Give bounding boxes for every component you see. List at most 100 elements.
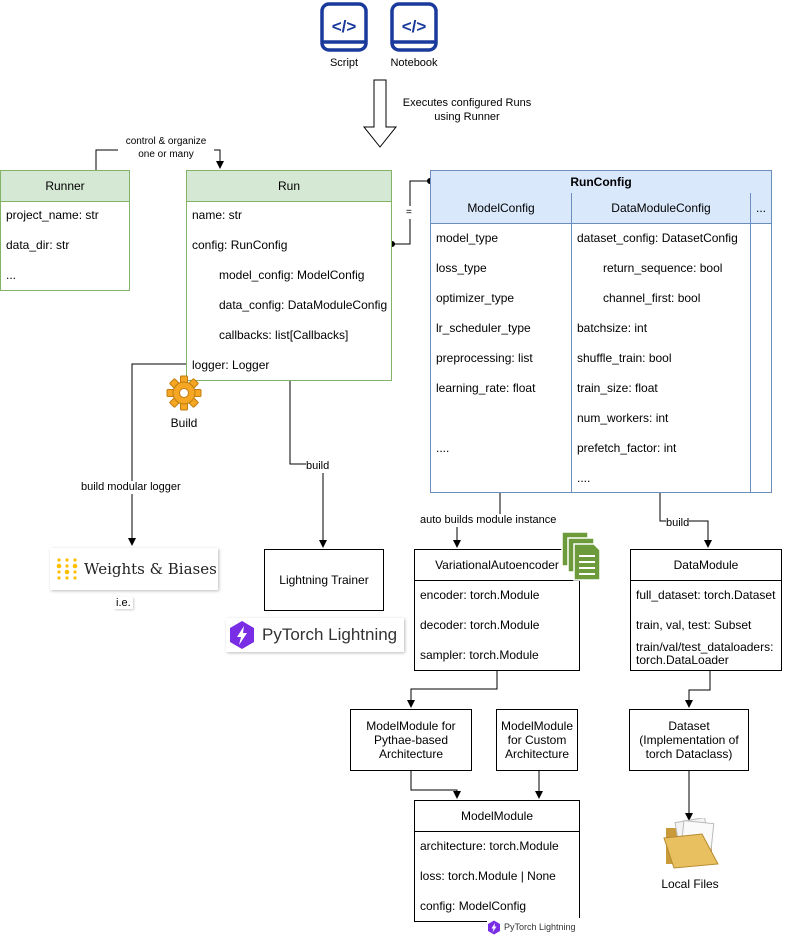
pythae-modelmodule-connector [410, 771, 461, 799]
script-label: Script [329, 57, 359, 69]
script-code-icon: </> [320, 2, 368, 52]
modelmodule-custom-line: Architecture [504, 747, 570, 761]
vae-title: VariationalAutoencoder [415, 550, 579, 581]
modelmodule-pythae-box: ModelModule for Pythae-based Architectur… [350, 709, 472, 771]
datamoduleconfig-field: train_size: float [577, 381, 658, 395]
datamodule-field: torch.DataLoader [636, 653, 729, 667]
modelconfig-header: ModelConfig [431, 193, 572, 224]
modelmodule-field: config: ModelConfig [420, 899, 527, 913]
pytorch-lightning-small-text: PyTorch Lightning [504, 922, 576, 932]
datamodule-title: DataModule [631, 550, 781, 581]
datamoduleconfig-field: prefetch_factor: int [577, 441, 677, 455]
dataset-line: torch Dataclass) [645, 747, 733, 761]
modelmodule-pythae-line: Pythae-based [373, 733, 449, 747]
svg-text:</>: </> [402, 17, 427, 36]
datamoduleconfig-field: .... [577, 471, 591, 485]
modelmodule-custom-line: for Custom [507, 733, 567, 747]
modelconfig-field: lr_scheduler_type [436, 321, 531, 335]
executes-label: Executes configured Runs using Runner [402, 97, 532, 123]
vae-field: sampler: torch.Module [420, 648, 539, 662]
datamodule-box: DataModule full_dataset: torch.Dataset t… [630, 549, 782, 671]
build-gear-label: Build [170, 416, 198, 430]
dataset-line: (Implementation of [639, 733, 739, 747]
run-field: data_config: DataModuleConfig [219, 298, 388, 312]
gear-icon [166, 375, 202, 411]
wandb-logo-text: Weights & Biases [84, 560, 217, 578]
vae-field: decoder: torch.Module [420, 618, 540, 632]
build-datamodule-label: build [666, 517, 690, 530]
notebook-code-icon: </> [390, 2, 438, 52]
datamoduleconfig-field: dataset_config: DatasetConfig [577, 231, 738, 245]
notebook-node: </> Notebook [390, 2, 438, 72]
vae-pythae-connector [407, 671, 498, 708]
executes-hollow-arrow [362, 79, 398, 148]
modelmodule-pythae-line: Architecture [378, 747, 444, 761]
equals-label: = [406, 206, 412, 219]
vae-box: VariationalAutoencoder encoder: torch.Mo… [414, 549, 580, 671]
datamoduleconfig-header: DataModuleConfig [572, 193, 751, 224]
modelmodule-custom-line: ModelModule [500, 719, 574, 733]
datamoduleconfig-field: return_sequence: bool [603, 261, 723, 275]
ie-label: i.e. [114, 597, 133, 609]
dataset-box: Dataset (Implementation of torch Datacla… [629, 709, 749, 771]
lightning-icon [230, 621, 254, 649]
datamodule-field: full_dataset: torch.Dataset [636, 588, 776, 602]
pytorch-lightning-text: PyTorch Lightning [262, 625, 398, 644]
modelconfig-field: optimizer_type [436, 291, 515, 305]
run-field: name: str [192, 208, 243, 222]
wandb-logo: Weights & Biases [50, 548, 218, 590]
run-field: model_config: ModelConfig [219, 268, 365, 282]
datamodule-field: train, val, test: Subset [636, 618, 752, 632]
column-divider [750, 223, 751, 492]
local-files-node: Local Files [654, 818, 726, 894]
datamoduleconfig-field: num_workers: int [577, 411, 669, 425]
more-configs-header: ... [751, 193, 771, 224]
documents-icon [561, 531, 601, 581]
build-logger-label: build modular logger [81, 481, 181, 494]
runner-field: ... [6, 268, 17, 282]
pytorch-lightning-logo: PyTorch Lightning [226, 618, 404, 652]
modelconfig-field: model_type [436, 231, 499, 245]
datamodule-dataset-connector [685, 671, 711, 708]
folder-icon [663, 818, 719, 869]
lightning-small-icon [488, 920, 500, 934]
modelconfig-field: .... [436, 441, 450, 455]
datamoduleconfig-field: batchsize: int [577, 321, 648, 335]
auto-build-label: auto builds module instance [420, 514, 557, 527]
runner-field: data_dir: str [6, 238, 70, 252]
runner-box: Runner project_name: str data_dir: str .… [0, 170, 130, 291]
modelmodule-field: loss: torch.Module | None [420, 869, 556, 883]
run-field: config: RunConfig [192, 238, 288, 252]
script-node: </> Script [320, 2, 368, 72]
run-box: Run name: str config: RunConfig model_co… [186, 170, 392, 381]
svg-text:</>: </> [332, 17, 357, 36]
modelconfig-field: learning_rate: float [436, 381, 536, 395]
local-files-label: Local Files [661, 877, 719, 891]
modelmodule-pythae-line: ModelModule for [366, 719, 456, 733]
lightning-trainer-box: Lightning Trainer [264, 549, 384, 611]
datamoduleconfig-field: channel_first: bool [603, 291, 701, 305]
modelmodule-title: ModelModule [415, 801, 579, 832]
run-field: callbacks: list[Callbacks] [219, 328, 349, 342]
runner-field: project_name: str [6, 208, 99, 222]
modelmodule-custom-box: ModelModule for Custom Architecture [496, 709, 578, 771]
build-gear: Build [164, 374, 204, 434]
datamodule-field: train/val/test_dataloaders: [636, 640, 774, 654]
run-field: logger: Logger [192, 358, 270, 372]
run-title: Run [187, 171, 391, 202]
control-label: control & organize one or many [118, 135, 214, 161]
notebook-label: Notebook [390, 57, 438, 69]
dataset-line: Dataset [668, 719, 710, 733]
wandb-dots-icon [56, 558, 78, 580]
modelmodule-box: ModelModule architecture: torch.Module l… [414, 800, 580, 922]
runconfig-box: RunConfig ModelConfig DataModuleConfig .… [430, 170, 772, 493]
modelmodule-field: architecture: torch.Module [420, 839, 559, 853]
modelconfig-field: preprocessing: list [436, 351, 533, 365]
modelconfig-field: loss_type [436, 261, 487, 275]
datamoduleconfig-field: shuffle_train: bool [577, 351, 672, 365]
column-divider [571, 223, 572, 492]
runner-title: Runner [1, 171, 129, 202]
vae-field: encoder: torch.Module [420, 588, 540, 602]
build-trainer-label: build [306, 460, 330, 473]
pytorch-lightning-small-logo: PyTorch Lightning [487, 918, 583, 936]
